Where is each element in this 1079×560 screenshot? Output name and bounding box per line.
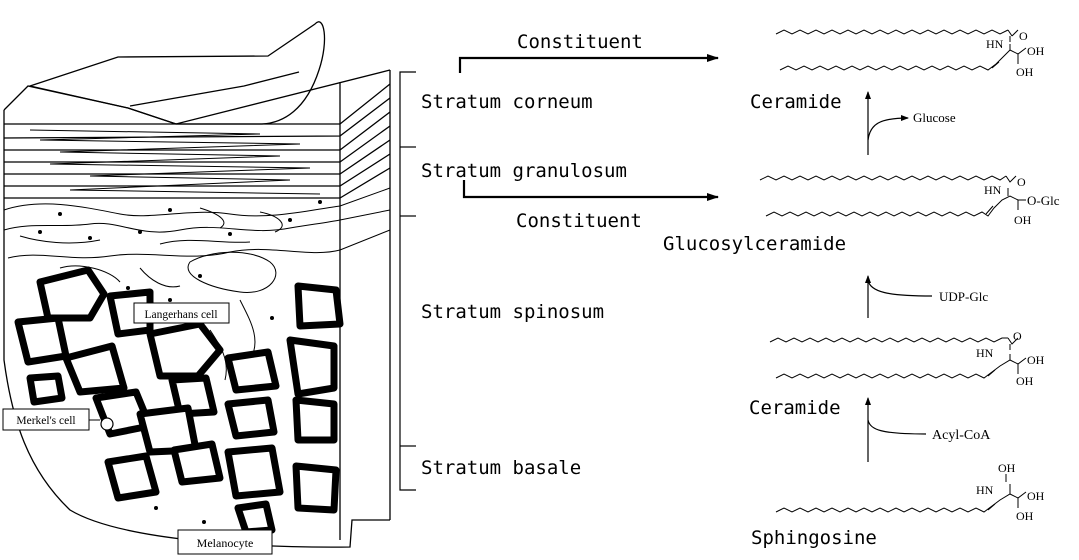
- chem-oh-5: OH: [1016, 374, 1034, 388]
- langerhans-label: Langerhans cell: [134, 303, 229, 323]
- chem-oh-6: OH: [998, 461, 1016, 475]
- glucose-release-arrow: [868, 92, 908, 155]
- chem-hn-3: HN: [976, 346, 994, 360]
- constituent-arrow-top: [460, 58, 718, 73]
- chem-hn-1: HN: [986, 37, 1004, 51]
- stratum-basale-label: Stratum basale: [421, 457, 581, 479]
- stratum-spinosum-label: Stratum spinosum: [421, 301, 604, 323]
- langerhans-text: Langerhans cell: [144, 309, 217, 321]
- constituent-arrow-bottom: [464, 180, 718, 197]
- granulosum-cells: [4, 188, 390, 244]
- chem-o-glc: O-Glc: [1027, 193, 1060, 208]
- udp-glc-arrow: [868, 276, 932, 318]
- layer-brackets: [400, 72, 416, 490]
- chem-oh-1: OH: [1027, 44, 1045, 58]
- chem-oh-7: OH: [1027, 489, 1045, 503]
- constituent-label-top: Constituent: [517, 31, 643, 53]
- chem-oh-3: OH: [1014, 213, 1032, 227]
- chem-o-2: O: [1017, 175, 1026, 189]
- glucosylceramide-label: Glucosylceramide: [663, 233, 846, 255]
- glucose-label: Glucose: [913, 110, 956, 125]
- melanocyte-label: Melanocyte: [178, 530, 272, 554]
- skin-illustration: [4, 22, 390, 547]
- melanocyte-text: Melanocyte: [197, 536, 254, 550]
- merkel-text: Merkel's cell: [16, 415, 75, 427]
- chem-o-1: O: [1019, 29, 1028, 43]
- chem-oh-2: OH: [1016, 65, 1034, 79]
- acyl-coa-arrow: [868, 398, 926, 462]
- merkel-label: Merkel's cell: [3, 409, 113, 430]
- chem-hn-4: HN: [976, 483, 994, 497]
- ceramide-top-label: Ceramide: [750, 91, 842, 113]
- chem-hn-2: HN: [984, 183, 1002, 197]
- ceramide-mid-label: Ceramide: [749, 397, 841, 419]
- acyl-coa-label: Acyl-CoA: [932, 428, 991, 443]
- peeling-flap: [30, 22, 325, 124]
- stratum-corneum-label: Stratum corneum: [421, 91, 593, 113]
- stratum-granulosum-label: Stratum granulosum: [421, 160, 627, 182]
- constituent-label-bottom: Constituent: [516, 210, 642, 232]
- udp-glc-label: UDP-Glc: [939, 289, 988, 304]
- chem-o-3: O: [1013, 329, 1022, 343]
- sphingosine-label: Sphingosine: [751, 527, 877, 549]
- chem-oh-4: OH: [1027, 353, 1045, 367]
- chem-oh-8: OH: [1016, 509, 1034, 523]
